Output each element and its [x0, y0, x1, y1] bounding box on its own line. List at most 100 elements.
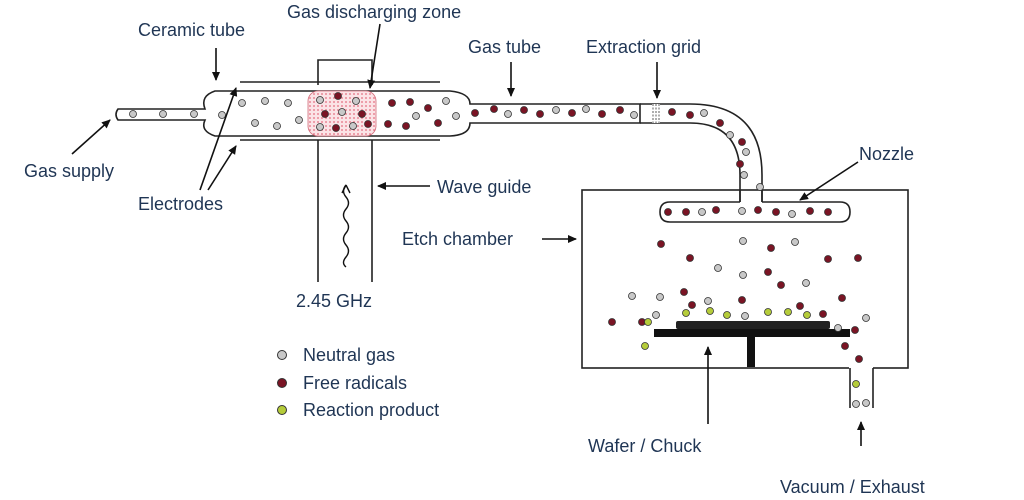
product-particle [706, 307, 714, 315]
radical-particle [855, 355, 863, 363]
neutral-particle [316, 123, 324, 131]
wafer [676, 321, 830, 329]
radical-particle [424, 104, 432, 112]
annotation-arrows [71, 23, 865, 446]
arrow-electrode-top [199, 87, 238, 191]
microwave-arrowhead [341, 184, 351, 194]
product-particle [644, 318, 652, 326]
label-electrodes: Electrodes [138, 194, 223, 214]
neutral-particle [739, 237, 747, 245]
wave-guide [317, 140, 373, 282]
neutral-particle [739, 271, 747, 279]
neutral-particle [129, 110, 137, 118]
neutral-particle [726, 131, 734, 139]
radical-particle [851, 326, 859, 334]
legend-marker-radical [277, 378, 287, 388]
neutral-particle [740, 171, 748, 179]
arrow-electrode-bottom [207, 145, 237, 191]
arrow-nozzle [799, 161, 859, 201]
neutral-particle [295, 116, 303, 124]
neutral-particle [802, 279, 810, 287]
label-extraction-grid: Extraction grid [586, 37, 701, 57]
neutral-particle [261, 97, 269, 105]
radical-particle [819, 310, 827, 318]
legend-marker-product [277, 405, 287, 415]
product-particle [803, 311, 811, 319]
radical-particle [680, 288, 688, 296]
neutral-particle [316, 96, 324, 104]
radical-particle [490, 105, 498, 113]
label-frequency: 2.45 GHz [296, 291, 372, 311]
label-wave-guide: Wave guide [437, 177, 531, 197]
radical-particle [657, 240, 665, 248]
neutral-particle [704, 297, 712, 305]
neutral-particle [862, 314, 870, 322]
radical-particle [764, 268, 772, 276]
radical-particle [568, 109, 576, 117]
radical-particle [824, 255, 832, 263]
label-gas-tube: Gas tube [468, 37, 541, 57]
neutral-particle [442, 97, 450, 105]
legend-label-radical: Free radicals [303, 373, 407, 393]
radical-particle [754, 206, 762, 214]
wafer-chuck [654, 321, 850, 367]
neutral-particle [756, 183, 764, 191]
radical-particle [608, 318, 616, 326]
radical-particle [536, 110, 544, 118]
radical-particle [520, 106, 528, 114]
neutral-particle [190, 110, 198, 118]
radical-particle [334, 92, 342, 100]
label-nozzle: Nozzle [859, 144, 914, 164]
radical-particle [854, 254, 862, 262]
radical-particle [686, 111, 694, 119]
neutral-particle [628, 292, 636, 300]
product-particle [723, 311, 731, 319]
product-particle [682, 309, 690, 317]
product-particle [764, 308, 772, 316]
neutral-particle [698, 208, 706, 216]
radical-particle [321, 110, 329, 118]
radical-particle [364, 120, 372, 128]
neutral-particle [700, 109, 708, 117]
neutral-particle [788, 210, 796, 218]
legend-marker-neutral [277, 350, 287, 360]
ceramic-tube [115, 90, 641, 137]
radical-particle [738, 138, 746, 146]
legend: Neutral gas Free radicals Reaction produ… [277, 345, 439, 420]
neutral-particle [741, 312, 749, 320]
neutral-particle [504, 110, 512, 118]
label-gas-discharging-zone: Gas discharging zone [287, 2, 461, 22]
radical-particle [777, 281, 785, 289]
neutral-particle [582, 105, 590, 113]
radical-particle [838, 294, 846, 302]
neutral-particle [742, 148, 750, 156]
radical-particle [686, 254, 694, 262]
chuck-stem [747, 337, 755, 367]
legend-item-neutral-gas: Neutral gas [277, 345, 395, 365]
microwave-wave [342, 184, 350, 268]
neutral-particle [251, 119, 259, 127]
nozzle [659, 190, 851, 223]
radical-particle [682, 208, 690, 216]
neutral-particle [218, 111, 226, 119]
product-particle [852, 380, 860, 388]
neutral-particle [352, 97, 360, 105]
legend-label-neutral: Neutral gas [303, 345, 395, 365]
label-vacuum-exhaust: Vacuum / Exhaust [780, 477, 925, 497]
label-ceramic-tube: Ceramic tube [138, 20, 245, 40]
neutral-particle [452, 112, 460, 120]
radical-particle [402, 122, 410, 130]
neutral-particle [159, 110, 167, 118]
exhaust-tube [849, 366, 874, 408]
radical-particle [358, 110, 366, 118]
radical-particle [736, 160, 744, 168]
neutral-particle [738, 207, 746, 215]
neutral-particle [238, 99, 246, 107]
label-gas-supply: Gas supply [24, 161, 114, 181]
radical-particle [471, 109, 479, 117]
arrow-gas-supply [71, 119, 111, 155]
radical-particle [332, 124, 340, 132]
legend-item-reaction-product: Reaction product [277, 400, 439, 420]
neutral-particle [338, 108, 346, 116]
